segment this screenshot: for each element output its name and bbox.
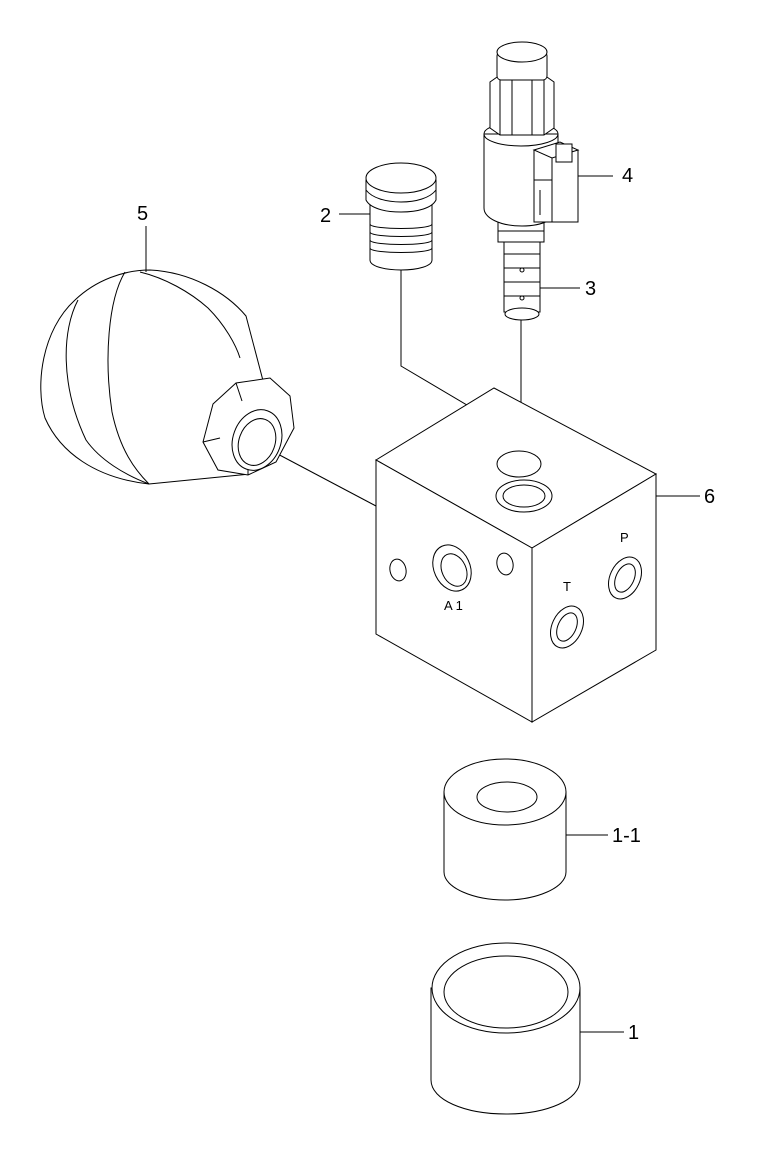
- part-6-manifold-block: [376, 388, 656, 722]
- callout-leaders: [146, 176, 700, 1032]
- part-1-cup: [431, 943, 580, 1114]
- callout-4: 4: [622, 165, 633, 187]
- port-label-t: T: [563, 579, 571, 594]
- callout-6: 6: [704, 486, 715, 508]
- part-4-solenoid: [484, 42, 578, 226]
- part-2-plug: [366, 163, 436, 270]
- callout-5: 5: [137, 203, 148, 225]
- port-label-p: P: [620, 530, 629, 545]
- callout-3: 3: [585, 278, 596, 300]
- part-5-accumulator: [41, 270, 294, 484]
- part-1-1-sleeve: [444, 759, 566, 900]
- callout-2: 2: [320, 205, 331, 227]
- port-label-a1: A1: [444, 598, 466, 613]
- callout-1: 1: [628, 1022, 639, 1044]
- block-right-face: [532, 474, 656, 722]
- part-3-cartridge: [498, 220, 544, 320]
- callout-1-1: 1-1: [612, 825, 641, 847]
